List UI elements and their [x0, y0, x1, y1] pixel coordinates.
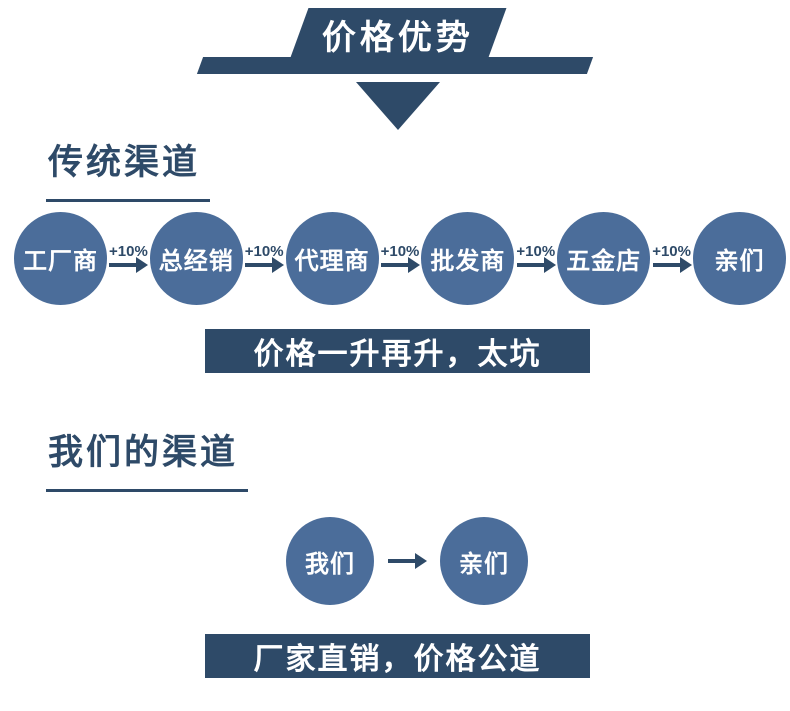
markup-label: +10% [109, 243, 148, 260]
flow-node-customers-2: 亲们 [440, 517, 528, 605]
flow-arrow-2: +10% [243, 243, 286, 273]
flow-node-label: 亲们 [459, 550, 509, 578]
flow-arrow-3: +10% [379, 243, 422, 273]
traditional-caption-text: 价格一升再升，太坑 [253, 338, 542, 371]
flow-node-label: 代理商 [294, 248, 370, 275]
flow-node-label: 工厂商 [23, 248, 98, 275]
flow-node-factory: 工厂商 [14, 212, 107, 305]
right-arrow-icon [109, 257, 149, 273]
our-caption-banner: 厂家直销，价格公道 [205, 634, 590, 678]
flow-node-label: 亲们 [714, 248, 765, 275]
right-arrow-icon [245, 257, 285, 273]
right-arrow-icon [380, 257, 420, 273]
flow-node-agent: 代理商 [285, 212, 379, 305]
flow-arrow-1: +10% [107, 243, 150, 273]
right-arrow-icon [652, 257, 692, 273]
flow-node-label: 我们 [305, 550, 355, 578]
traditional-flow: 工厂商 +10% 总经销 +10% 代理商 +10% 批发商 +10% 五金店 [14, 212, 786, 305]
flow-node-hardware-store: 五金店 [557, 212, 651, 305]
header-ribbon: 价格优势 [289, 8, 507, 60]
flow-arrow-direct [374, 553, 440, 569]
our-flow: 我们 亲们 [286, 517, 528, 605]
flow-node-label: 五金店 [566, 248, 642, 275]
flow-node-wholesaler: 批发商 [421, 212, 515, 305]
flow-node-us: 我们 [286, 517, 374, 605]
page-title: 价格优势 [322, 18, 474, 57]
flow-node-label: 批发商 [430, 248, 506, 275]
our-caption-text: 厂家直销，价格公道 [253, 643, 542, 676]
flow-node-customers: 亲们 [692, 212, 786, 305]
flow-node-label: 总经销 [158, 248, 234, 275]
down-arrow-shape [356, 82, 440, 130]
markup-label: +10% [652, 243, 691, 260]
right-arrow-icon [516, 257, 556, 273]
markup-label: +10% [244, 243, 284, 260]
flow-node-distributor: 总经销 [149, 212, 243, 305]
our-section-title: 我们的渠道 [46, 424, 249, 492]
flow-arrow-4: +10% [514, 243, 557, 273]
right-arrow-icon [388, 553, 427, 569]
markup-label: +10% [380, 243, 420, 260]
flow-arrow-5: +10% [650, 243, 693, 273]
traditional-section-title: 传统渠道 [46, 134, 211, 202]
traditional-caption-banner: 价格一升再升，太坑 [205, 329, 590, 373]
markup-label: +10% [516, 243, 556, 260]
